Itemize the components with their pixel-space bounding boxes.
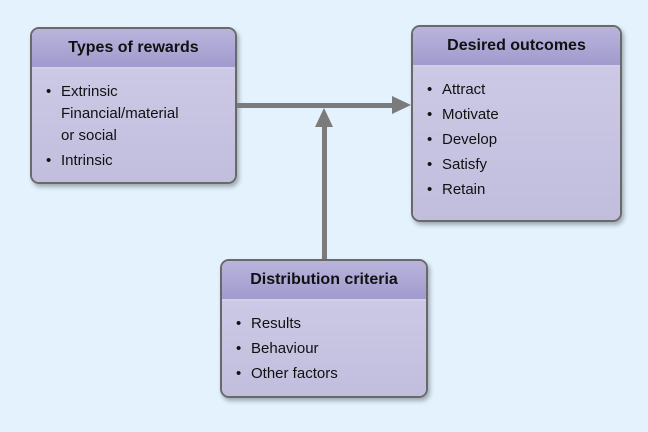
list-item: • Extrinsic Financial/material or social: [44, 81, 223, 147]
list-item-text: Attract: [442, 81, 486, 98]
arrow-types-to-outcomes-shaft: [237, 103, 393, 108]
bullet-icon: •: [427, 131, 433, 148]
bullet-icon: •: [427, 181, 433, 198]
list-item: • Attract: [425, 79, 608, 101]
list-item-text: Extrinsic Financial/material or social: [61, 83, 179, 144]
bullet-icon: •: [427, 156, 433, 173]
list-item-text: Results: [251, 315, 302, 332]
box-body-desired-outcomes: • Attract • Motivate • Develop • Satisfy…: [413, 67, 620, 220]
list-item-text: Satisfy: [442, 156, 488, 173]
list-item-text: Intrinsic: [61, 152, 113, 169]
list-item: • Behaviour: [234, 338, 414, 360]
list-item-text: Motivate: [442, 106, 499, 123]
list-item: • Motivate: [425, 104, 608, 126]
list-item: • Retain: [425, 179, 608, 201]
arrow-distribution-up-shaft: [322, 127, 327, 259]
box-body-types-of-rewards: • Extrinsic Financial/material or social…: [32, 69, 235, 182]
box-title-types-of-rewards: Types of rewards: [32, 29, 235, 69]
list-item-text: Retain: [442, 181, 486, 198]
box-distribution-criteria: Distribution criteria • Results • Behavi…: [220, 259, 428, 398]
bullet-icon: •: [427, 81, 433, 98]
bullet-icon: •: [46, 83, 52, 100]
bullet-icon: •: [236, 340, 242, 357]
box-title-distribution-criteria: Distribution criteria: [222, 261, 426, 301]
list-item: • Develop: [425, 129, 608, 151]
bullet-icon: •: [46, 152, 52, 169]
arrow-up-head-icon: [315, 108, 333, 127]
list-item: • Satisfy: [425, 154, 608, 176]
list-item-text: Other factors: [251, 365, 338, 382]
box-desired-outcomes: Desired outcomes • Attract • Motivate • …: [411, 25, 622, 222]
list-item: • Intrinsic: [44, 150, 223, 172]
box-types-of-rewards: Types of rewards • Extrinsic Financial/m…: [30, 27, 237, 184]
bullet-icon: •: [427, 106, 433, 123]
box-title-desired-outcomes: Desired outcomes: [413, 27, 620, 67]
bullet-icon: •: [236, 365, 242, 382]
list-item-text: Behaviour: [251, 340, 319, 357]
list-item-text: Develop: [442, 131, 498, 148]
list-item: • Results: [234, 313, 414, 335]
bullet-icon: •: [236, 315, 242, 332]
box-body-distribution-criteria: • Results • Behaviour • Other factors: [222, 301, 426, 396]
arrow-right-head-icon: [392, 96, 411, 114]
list-item: • Other factors: [234, 363, 414, 385]
